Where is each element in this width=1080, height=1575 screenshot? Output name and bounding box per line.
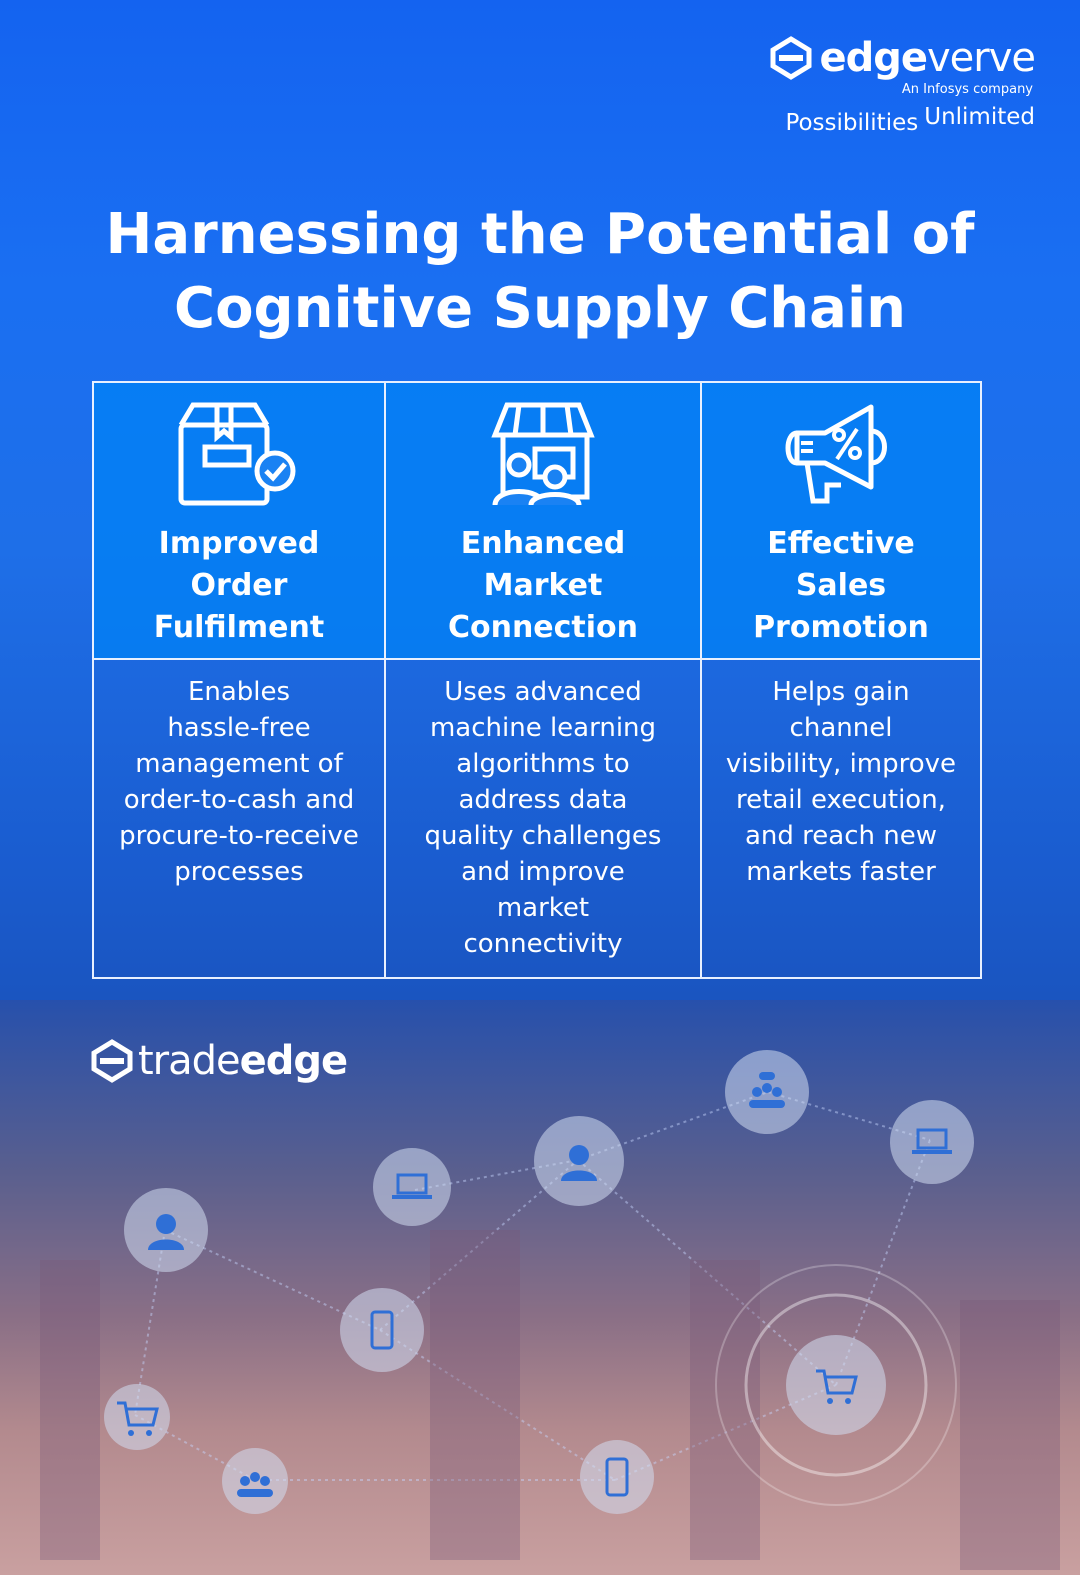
brand-tagline-1: Possibilities xyxy=(785,110,919,136)
heading-line: Effective xyxy=(767,526,915,561)
edgeverve-mark-icon xyxy=(770,36,812,80)
heading-line: Market xyxy=(483,568,603,603)
title-line-1: Harnessing the Potential of xyxy=(105,202,975,267)
benefit-description-order-fulfilment: Enables hassle-free management of order-… xyxy=(94,660,386,977)
heading-line: Sales xyxy=(795,568,887,603)
heading-line: Improved xyxy=(158,526,320,561)
description-line: machine learning xyxy=(429,713,657,743)
edgeverve-logo: edgeverve An Infosys company Possibiliti… xyxy=(770,34,1036,144)
heading-line: Connection xyxy=(447,610,639,645)
title-line-2: Cognitive Supply Chain xyxy=(173,276,907,341)
description-line: Helps gain channel xyxy=(772,677,910,743)
heading-line: Enhanced xyxy=(460,526,626,561)
retail-network-background xyxy=(0,1000,1080,1575)
description-line: address data xyxy=(458,785,628,815)
description-line: procure-to-receive xyxy=(119,821,359,851)
benefit-header-order-fulfilment: Improved Order Fulfilment xyxy=(94,383,386,660)
heading-line: Fulfilment xyxy=(153,610,325,645)
description-line: connectivity xyxy=(463,929,623,959)
description-line: processes xyxy=(174,857,304,887)
laptop-node-icon xyxy=(373,1148,451,1226)
product-name-light: trade xyxy=(138,1038,241,1084)
description-line: algorithms to xyxy=(456,749,630,779)
page-title: Harnessing the Potential of Cognitive Su… xyxy=(0,198,1080,346)
benefit-header-market-connection: Enhanced Market Connection xyxy=(386,383,702,660)
benefits-table: Improved Order Fulfilment Enhanced Marke… xyxy=(92,381,982,979)
brand-name-bold: edge xyxy=(819,35,928,81)
description-line: Uses advanced xyxy=(444,677,642,707)
description-line: Enables xyxy=(187,677,291,707)
benefit-description-sales-promotion: Helps gain channel visibility, improve r… xyxy=(702,660,980,977)
description-line: and improve xyxy=(461,857,625,887)
description-line: retail execution, xyxy=(736,785,946,815)
benefit-header-sales-promotion: Effective Sales Promotion xyxy=(702,383,980,660)
tradeedge-logo: tradeedge xyxy=(90,1036,349,1086)
mobile-node-icon xyxy=(580,1440,654,1514)
description-line: markets faster xyxy=(746,857,936,887)
brand-subtitle: An Infosys company xyxy=(901,82,1033,97)
product-name-bold: edge xyxy=(239,1038,349,1084)
storefront-people-icon xyxy=(491,402,595,506)
laptop-node-icon xyxy=(890,1100,974,1184)
description-line: market xyxy=(496,893,590,923)
brand-tagline-2: Unlimited xyxy=(924,104,1035,130)
description-line: and reach new xyxy=(744,821,937,851)
benefit-description-market-connection: Uses advanced machine learning algorithm… xyxy=(386,660,702,977)
team-chat-node-icon xyxy=(222,1448,288,1514)
shopping-cart-node-icon xyxy=(786,1335,886,1435)
tradeedge-mark-icon xyxy=(91,1039,133,1083)
description-line: quality challenges xyxy=(424,821,662,851)
mobile-node-icon xyxy=(340,1288,424,1372)
box-check-icon xyxy=(178,402,296,506)
network-lines xyxy=(40,1091,1060,1570)
heading-line: Promotion xyxy=(753,610,929,645)
description-line: visibility, improve xyxy=(725,749,957,779)
team-chat-node-icon xyxy=(725,1050,809,1134)
description-line: hassle-free xyxy=(167,713,311,743)
support-agent-node-icon xyxy=(534,1116,624,1206)
description-line: order-to-cash and xyxy=(123,785,355,815)
description-line: management of xyxy=(135,749,343,779)
shopping-cart-node-icon xyxy=(104,1384,170,1450)
heading-line: Order xyxy=(190,568,288,603)
support-agent-node-icon xyxy=(124,1188,208,1272)
megaphone-percent-icon xyxy=(785,404,887,504)
brand-name-light: verve xyxy=(926,35,1036,81)
